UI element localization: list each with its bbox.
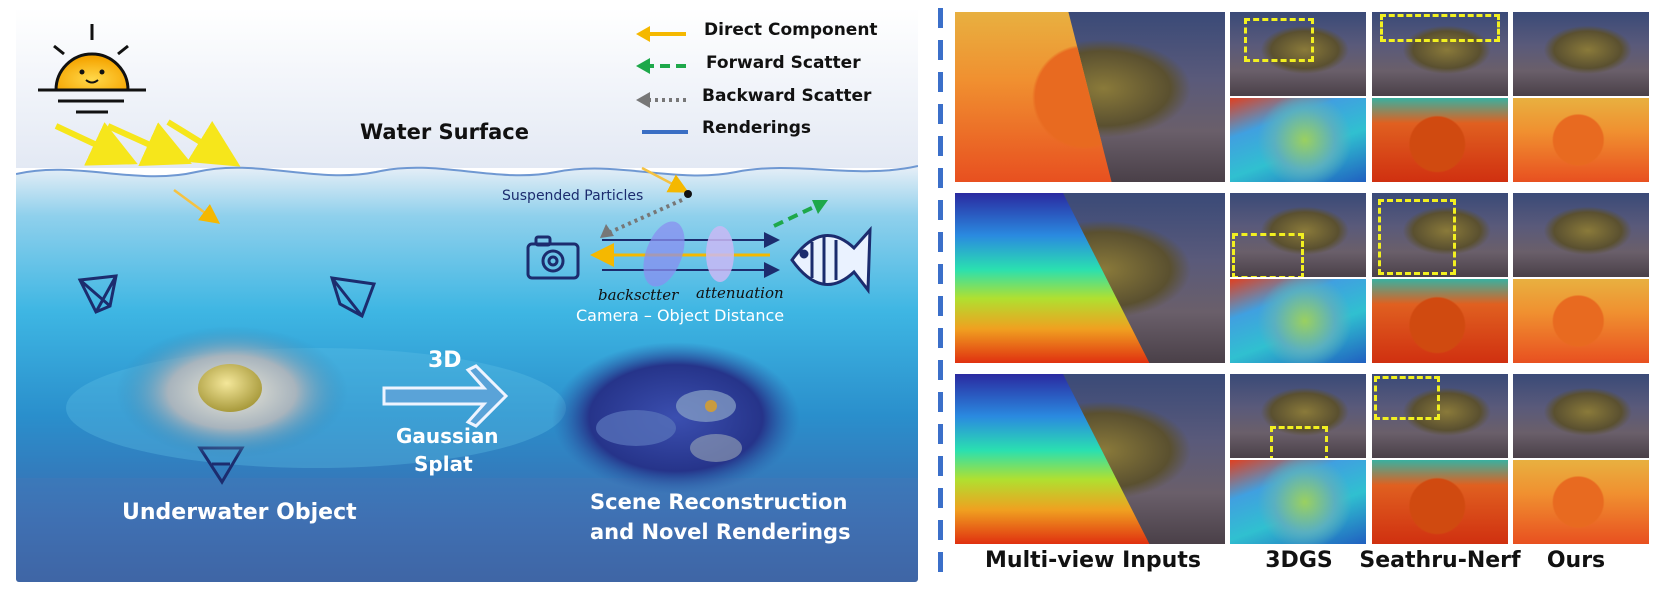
coral-object xyxy=(198,364,262,412)
ours-render-1 xyxy=(1513,12,1649,96)
column-label-seathru: Seathru-Nerf xyxy=(1359,548,1521,573)
3dgs-depth-1 xyxy=(1230,98,1366,182)
arrow-label-splat: Splat xyxy=(414,452,473,476)
ours-render-2 xyxy=(1513,193,1649,277)
gaussian-splat-arrow xyxy=(382,364,509,428)
light-path-lines xyxy=(590,221,780,287)
column-label-3dgs: 3DGS xyxy=(1265,548,1333,573)
ours-depth-2 xyxy=(1513,279,1649,363)
camera-icon xyxy=(526,235,580,280)
diagram-panel: Direct Component Forward Scatter Backwar… xyxy=(16,8,918,582)
depth-overlay xyxy=(955,12,1112,182)
column-label-ours: Ours xyxy=(1546,548,1606,573)
ours-depth-3 xyxy=(1513,460,1649,544)
legend-renderings-label: Renderings xyxy=(702,118,812,138)
backscatter-label: backsctter xyxy=(598,286,679,304)
sun-icon xyxy=(38,24,146,114)
legend-backward-label: Backward Scatter xyxy=(702,86,872,106)
highlight-box xyxy=(1378,199,1456,275)
particle-dot xyxy=(684,190,692,198)
ours-render-3 xyxy=(1513,374,1649,458)
arrow-top-label: 3D xyxy=(428,348,462,373)
distance-caption: Camera – Object Distance xyxy=(576,306,785,325)
highlight-box xyxy=(1244,18,1314,62)
sunlight-rays xyxy=(54,119,689,224)
legend-arrows xyxy=(636,26,688,134)
underwater-object-label: Underwater Object xyxy=(122,500,357,525)
seathru-depth-2 xyxy=(1372,279,1508,363)
scatter-arrows xyxy=(600,198,828,238)
seathru-render-2 xyxy=(1372,193,1508,277)
suspended-particles-label: Suspended Particles xyxy=(502,188,644,204)
seathru-depth-3 xyxy=(1372,460,1508,544)
attenuation-label: attenuation xyxy=(696,284,784,302)
highlight-box xyxy=(1232,233,1304,277)
water-surface-line xyxy=(16,165,918,178)
3dgs-depth-3 xyxy=(1230,460,1366,544)
seathru-depth-1 xyxy=(1372,98,1508,182)
legend-forward-label: Forward Scatter xyxy=(706,53,861,73)
3dgs-render-1 xyxy=(1230,12,1366,96)
seathru-render-3 xyxy=(1372,374,1508,458)
column-label-inputs: Multi-view Inputs xyxy=(985,548,1201,573)
3dgs-render-2 xyxy=(1230,193,1366,277)
recon-label-line2: and Novel Renderings xyxy=(590,520,851,544)
arrow-label-gaussian: Gaussian xyxy=(396,424,499,448)
reconstruction-render xyxy=(552,342,800,494)
highlight-box xyxy=(1374,376,1440,420)
input-view-3 xyxy=(955,374,1225,544)
depth-overlay xyxy=(955,193,1150,363)
fish-icon xyxy=(790,225,872,295)
seathru-render-1 xyxy=(1372,12,1508,96)
3dgs-render-3 xyxy=(1230,374,1366,458)
recon-label-line1: Scene Reconstruction xyxy=(590,490,848,514)
seabed xyxy=(16,478,918,582)
dashed-separator xyxy=(938,8,943,584)
input-view-1 xyxy=(955,12,1225,182)
highlight-box xyxy=(1270,426,1328,458)
3dgs-depth-2 xyxy=(1230,279,1366,363)
depth-overlay xyxy=(955,374,1150,544)
highlight-box xyxy=(1380,14,1500,42)
diagram-canvas xyxy=(16,8,918,582)
input-view-2 xyxy=(955,193,1225,363)
legend-direct-label: Direct Component xyxy=(704,20,878,40)
ours-depth-1 xyxy=(1513,98,1649,182)
water-surface-label: Water Surface xyxy=(360,120,529,144)
